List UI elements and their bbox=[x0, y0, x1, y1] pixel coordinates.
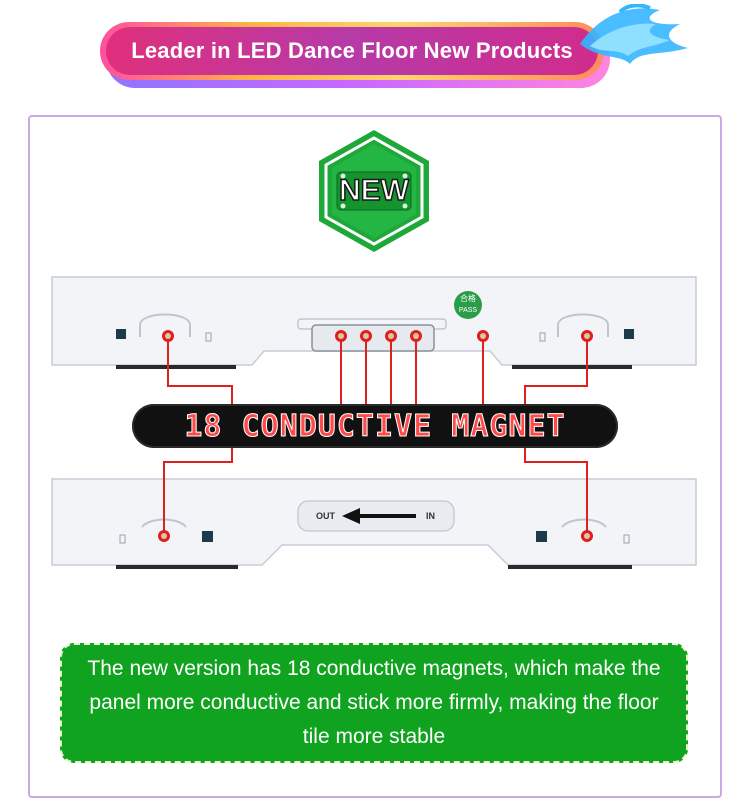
banner-outer-ring: Leader in LED Dance Floor New Products bbox=[100, 22, 604, 80]
in-label: IN bbox=[426, 511, 435, 521]
magnet-points bbox=[158, 330, 593, 542]
banner-inner: Leader in LED Dance Floor New Products bbox=[106, 27, 598, 75]
pass-label-en: PASS bbox=[458, 307, 478, 314]
magnet-label-bar: 18 CONDUCTIVE MAGNET bbox=[132, 404, 618, 448]
out-label: OUT bbox=[316, 511, 335, 521]
flame-decoration-icon bbox=[580, 4, 688, 64]
new-badge-label: NEW bbox=[338, 173, 410, 208]
pass-label-cn: 合格 bbox=[460, 294, 476, 303]
panel-bottom: OUT IN bbox=[50, 477, 698, 575]
magnet-label-text: 18 CONDUCTIVE MAGNET bbox=[184, 408, 566, 444]
hexagon-badge-icon bbox=[319, 130, 429, 252]
description-text: The new version has 18 conductive magnet… bbox=[87, 657, 661, 748]
banner-title: Leader in LED Dance Floor New Products bbox=[131, 38, 573, 63]
header-banner: Leader in LED Dance Floor New Products bbox=[100, 4, 688, 92]
new-badge: NEW bbox=[317, 128, 431, 254]
description-box: The new version has 18 conductive magnet… bbox=[60, 643, 688, 763]
